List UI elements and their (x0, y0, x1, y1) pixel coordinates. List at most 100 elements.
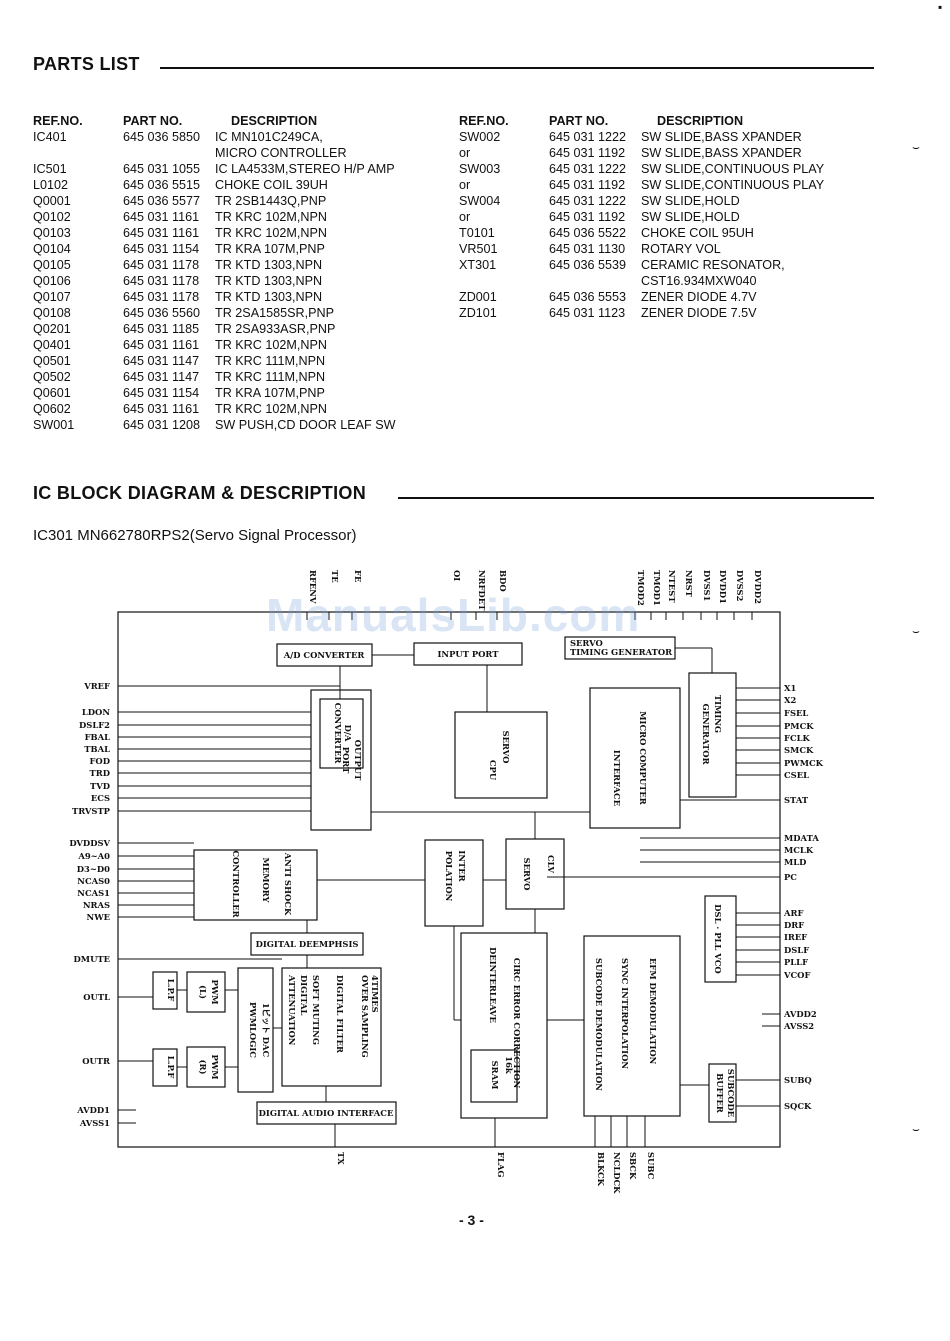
left-pin-label: DSLF2 (79, 720, 110, 730)
watermark: ManualsLib.com (266, 589, 641, 641)
parts-row: MICRO CONTROLLER (33, 145, 396, 161)
left-pin-label: LDON (82, 707, 110, 717)
right-pin-label: SUBQ (784, 1075, 812, 1085)
ref-cell: ZD101 (459, 306, 497, 320)
interpolation-block: INTER POLATION (424, 839, 484, 927)
part-no-cell: 645 031 1222 (549, 130, 627, 144)
description-cell: TR KTD 1303,NPN (215, 290, 323, 304)
dac-label-1: 1ビット DAC (261, 1003, 271, 1058)
ref-cell: Q0601 (33, 386, 71, 400)
anti-shock-memory-controller-block: ANTI SHOCK MEMORY CONTROLLER (193, 849, 318, 921)
filter-label-4: SOFT MUTING (311, 975, 321, 1045)
efm-label-2: SYNC INTERPOLATION (620, 958, 630, 1069)
ref-cell: SW001 (33, 418, 75, 432)
left-pin-label: NRAS (83, 900, 110, 910)
sram-block: 16k SRAM (470, 1049, 518, 1103)
digital-audio-interface-block: DIGITAL AUDIO INTERFACE (256, 1101, 397, 1125)
part-no-cell: 645 031 1147 (123, 354, 200, 368)
pwm-l-block: PWM (L) (186, 971, 226, 1013)
right-pin-label: PWMCK (784, 758, 824, 768)
part-no-cell: 645 036 5539 (549, 258, 627, 272)
ref-cell: Q0001 (33, 194, 71, 208)
left-pin-label: TBAL (84, 744, 110, 754)
scan-mark-top: ▪ (938, 0, 943, 14)
ref-cell: VR501 (459, 242, 498, 256)
pwm-l-label-1: PWM (210, 980, 220, 1005)
top-pin-label: DVDD2 (753, 570, 763, 604)
top-pin-label: OI (452, 570, 462, 581)
description-cell: SW SLIDE,HOLD (641, 194, 740, 208)
ref-cell: Q0201 (33, 322, 71, 336)
left-pin-label: DVDDSV (69, 838, 110, 848)
part-no-cell: 645 036 5515 (123, 178, 201, 192)
ref-cell: Q0106 (33, 274, 71, 288)
description-cell: ZENER DIODE 7.5V (641, 306, 757, 320)
description-cell: SW SLIDE,HOLD (641, 210, 740, 224)
pwm-r-label-1: PWM (210, 1055, 220, 1080)
sram-label-2: SRAM (490, 1061, 500, 1090)
servo-cpu-label-1: SERVO (501, 731, 511, 764)
part-no-cell: 645 031 1055 (123, 162, 201, 176)
bottom-pin-label: BLKCK (596, 1152, 606, 1187)
part-no-cell: 645 031 1192 (549, 146, 626, 160)
output-port-label-2: PORT (341, 747, 351, 774)
input-port-block: INPUT PORT (413, 642, 523, 666)
top-pin-label: TE (330, 570, 340, 583)
internal-connections (177, 647, 713, 1102)
sram-label-1: 16k (504, 1056, 514, 1074)
description-cell: TR 2SA933ASR,PNP (215, 322, 336, 336)
description-cell: SW SLIDE,CONTINUOUS PLAY (641, 162, 825, 176)
top-pin-label: FE (353, 570, 363, 582)
ref-cell: or (459, 146, 471, 160)
anti-shock-label-1: ANTI SHOCK (283, 852, 293, 916)
top-pin-label: NTEST (667, 570, 677, 603)
ref-cell: IC501 (33, 162, 67, 176)
micro-computer-interface-block: MICRO COMPUTER INTERFACE (589, 687, 681, 829)
bottom-pin-label: SUBC (646, 1152, 656, 1180)
servo-cpu-label-2: CPU (488, 760, 498, 781)
right-pin-label: SQCK (784, 1101, 812, 1111)
part-no-cell: 645 031 1192 (549, 210, 626, 224)
right-pin-label: MCLK (784, 845, 814, 855)
subcode-buffer-label-2: BUFFER (715, 1073, 725, 1114)
ref-cell: T0101 (459, 226, 495, 240)
ref-cell: Q0103 (33, 226, 71, 240)
description-cell: TR KRC 111M,NPN (215, 354, 326, 368)
lpf-r-label: L.P.F (166, 1056, 176, 1079)
micro-computer-label-2: INTERFACE (612, 750, 622, 806)
block-diagram-title-rule (398, 497, 874, 499)
description-cell: TR KRC 102M,NPN (215, 210, 327, 224)
part-no-cell: 645 031 1178 (123, 290, 200, 304)
part-no-cell: 645 031 1123 (549, 306, 626, 320)
scan-mark-1: ⌣ (912, 140, 920, 154)
pwm-r-label-2: (R) (198, 1060, 208, 1075)
left-pin-label: NWE (87, 912, 110, 922)
servo-timing-label-2: TIMING GENERATOR (570, 647, 673, 657)
description-cell: SW SLIDE,BASS XPANDER (641, 146, 802, 160)
part-no-cell: 645 031 1154 (123, 386, 200, 400)
description-cell: CHOKE COIL 39UH (215, 178, 328, 192)
right-pin-label: ARF (783, 908, 803, 918)
top-pin-label: TMOD2 (636, 570, 646, 606)
filter-label-1: 4TIMES (370, 975, 380, 1013)
ref-cell: Q0105 (33, 258, 71, 272)
header-ref: REF.NO. (33, 114, 83, 128)
bottom-pin-label: NCLDCK (612, 1152, 622, 1194)
description-cell: ROTARY VOL (641, 242, 721, 256)
part-no-cell: 645 031 1178 (123, 258, 200, 272)
top-pin-label: BDO (498, 570, 508, 592)
part-no-cell: 645 031 1222 (549, 162, 627, 176)
filter-label-2: OVER SAMPLING (360, 975, 370, 1058)
description-cell: CERAMIC RESONATOR, (641, 258, 785, 272)
right-pin-label: VCOF (783, 970, 810, 980)
